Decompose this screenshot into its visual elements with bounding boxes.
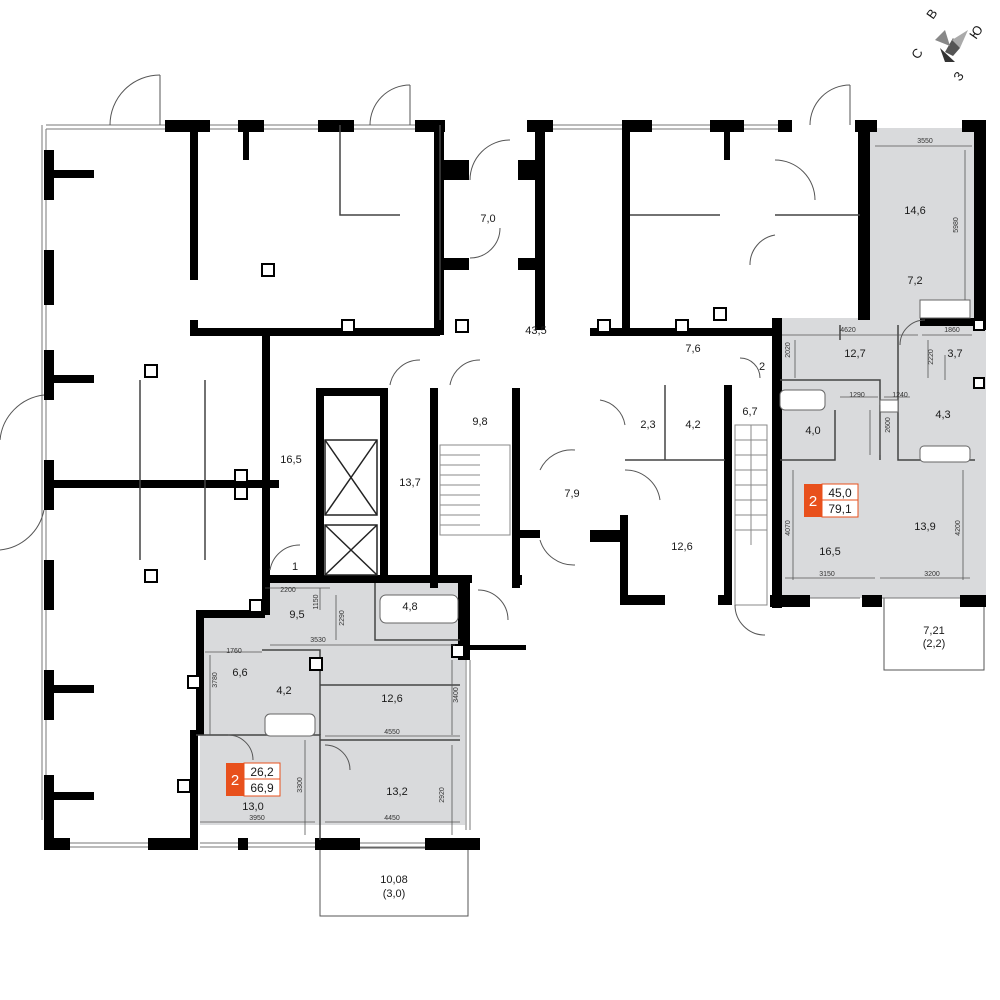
balcony-area: 10,08 [380, 874, 408, 886]
room-area: 3,7 [947, 348, 962, 360]
dimension: 3950 [249, 815, 265, 822]
room-area: 7,9 [564, 488, 579, 500]
room-area: 4,8 [402, 601, 417, 613]
balcony-reduced-area: (2,2) [923, 638, 946, 650]
room-area: 6,7 [742, 406, 757, 418]
balcony-right [883, 597, 985, 671]
room-area: 2 [759, 361, 765, 373]
dimension: 4620 [840, 327, 856, 334]
dimension: 3300 [297, 777, 304, 793]
apartment-total-area: 66,9 [250, 781, 274, 795]
dimension: 4550 [384, 729, 400, 736]
staircase-left [439, 444, 511, 536]
balcony-reduced-area: (3,0) [383, 888, 406, 900]
dimension: 4450 [384, 815, 400, 822]
room-labels: 7,0 43,5 14,6 7,2 12,7 3,7 7,6 2 9,8 6,7… [232, 205, 962, 813]
dimension: 2920 [439, 787, 446, 803]
door-swings [0, 74, 926, 771]
room-area: 12,6 [671, 541, 692, 553]
dimension: 2200 [280, 587, 296, 594]
dimension: 1760 [226, 648, 242, 655]
dimension: 2220 [928, 349, 935, 365]
room-area: 7,2 [907, 275, 922, 287]
apartment-room-count: 2 [231, 772, 239, 789]
room-area: 16,5 [280, 454, 301, 466]
dimension: 1290 [849, 392, 865, 399]
balcony-bottom [319, 847, 469, 917]
room-area: 6,6 [232, 667, 247, 679]
room-area: 16,5 [819, 546, 840, 558]
compass-east: В [923, 6, 940, 22]
partitions [139, 125, 975, 840]
room-area: 7,6 [685, 343, 700, 355]
apartment-living-area: 26,2 [250, 765, 274, 779]
room-area: 13,9 [914, 521, 935, 533]
dimension: 4070 [785, 520, 792, 536]
dimension: 5980 [953, 217, 960, 233]
dimension: 3150 [819, 571, 835, 578]
room-area: 14,6 [904, 205, 925, 217]
room-area: 2,3 [640, 419, 655, 431]
balcony-labels: 7,21 (2,2) 10,08 (3,0) [380, 625, 945, 900]
bathroom-fixtures [264, 299, 971, 737]
apartment-badge-left: 2 26,2 66,9 [226, 762, 281, 797]
dimension: 2020 [785, 342, 792, 358]
dimension: 1150 [313, 594, 320, 609]
compass-west: З [950, 69, 967, 84]
dimension: 1860 [944, 327, 960, 334]
room-area: 1 [292, 561, 298, 573]
dimension-lines [200, 145, 972, 835]
room-area: 4,2 [685, 419, 700, 431]
compass: С В Ю З [908, 6, 986, 84]
room-area: 43,5 [525, 325, 546, 337]
staircase-right [734, 424, 768, 606]
room-area: 7,0 [480, 213, 495, 225]
room-area: 9,5 [289, 609, 304, 621]
compass-south: Ю [966, 22, 986, 41]
dimension: 3200 [924, 571, 940, 578]
dimension: 3400 [453, 687, 460, 703]
dimension: 4200 [955, 520, 962, 536]
apartment-total-area: 79,1 [828, 502, 852, 516]
compass-north: С [908, 45, 926, 61]
apartment-badge-right: 2 45,0 79,1 [804, 483, 859, 518]
room-area: 12,6 [381, 693, 402, 705]
apartment-living-area: 45,0 [828, 486, 852, 500]
dimension: 3530 [310, 637, 326, 644]
dimension: 3550 [917, 138, 933, 145]
dimension: 3780 [212, 672, 219, 688]
room-area: 4,3 [935, 409, 950, 421]
elevator-shafts [324, 439, 378, 576]
exterior-walls [44, 120, 986, 850]
room-area: 9,8 [472, 416, 487, 428]
room-area: 4,0 [805, 425, 820, 437]
room-area: 4,2 [276, 685, 291, 697]
room-area: 13,0 [242, 801, 263, 813]
apartment-room-count: 2 [809, 493, 817, 510]
dimension-labels: 3550 5980 4620 1860 2020 2220 1290 1240 … [212, 138, 962, 822]
room-area: 13,7 [399, 477, 420, 489]
vent-shafts [144, 263, 985, 793]
dimension: 1240 [892, 392, 908, 399]
interior-walls [190, 125, 986, 840]
room-area: 13,2 [386, 786, 407, 798]
room-area: 12,7 [844, 348, 865, 360]
dimension: 2290 [339, 610, 346, 626]
dimension: 2600 [885, 417, 892, 433]
balcony-area: 7,21 [923, 625, 944, 637]
